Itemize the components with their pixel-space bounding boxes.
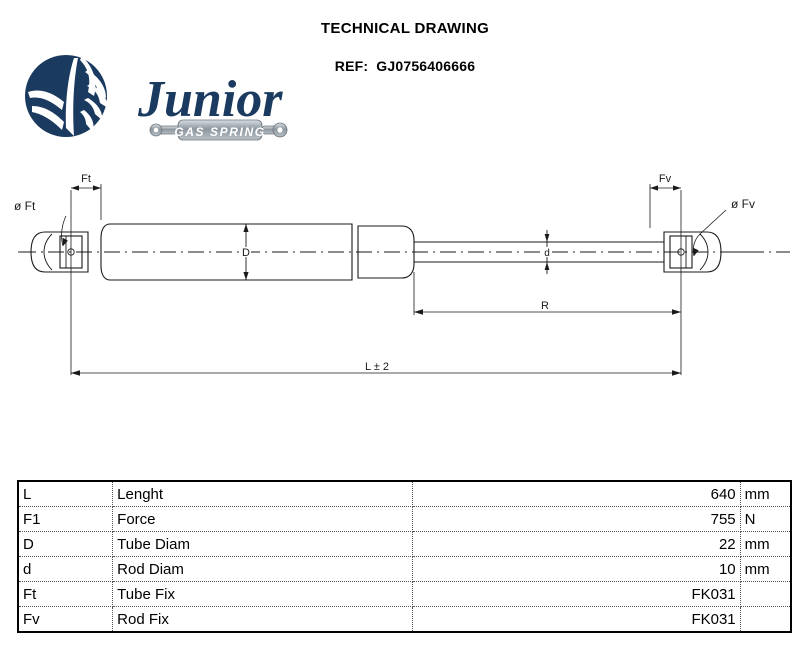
specification-table: L Lenght 640 mm F1 Force 755 N D Tube Di…	[17, 480, 792, 633]
cell-value: FK031	[412, 606, 741, 632]
label-rod-diam: d	[544, 248, 550, 259]
cell-symbol: d	[18, 556, 114, 582]
extension-lines	[70, 184, 682, 375]
label-length: L ± 2	[365, 361, 389, 373]
logo-wordmark: Junior	[137, 71, 283, 128]
dimension-stroke: R	[414, 300, 681, 315]
cell-value: 10	[412, 556, 741, 582]
winged-shield-emblem	[25, 55, 108, 137]
cell-unit: N	[740, 506, 791, 532]
callout-rod-fix-diam: ø Fv	[692, 197, 755, 257]
cell-unit: mm	[740, 556, 791, 582]
junior-gas-spring-logo: Junior GAS SPRING	[18, 48, 308, 148]
label-rod-fix-dim: Fv	[659, 173, 672, 185]
gas-spring-drawing: Ft ø Ft Fv ø Fv	[0, 160, 810, 400]
callout-tube-fix-diam: ø Ft	[14, 199, 68, 247]
table-row: D Tube Diam 22 mm	[18, 531, 791, 557]
dimension-tube-fix: Ft	[71, 173, 101, 191]
cell-value: FK031	[412, 581, 741, 607]
dimension-tube-diam: D	[241, 224, 251, 280]
cell-symbol: Fv	[18, 606, 114, 632]
reference-line: REF: GJ0756406666	[0, 58, 810, 74]
table-row: d Rod Diam 10 mm	[18, 556, 791, 582]
cell-value: 22	[412, 531, 741, 557]
dimension-rod-diam: d	[542, 230, 552, 274]
specification-table-body: L Lenght 640 mm F1 Force 755 N D Tube Di…	[18, 481, 791, 632]
cell-value: 640	[412, 481, 741, 507]
dimension-length: L ± 2	[71, 361, 681, 376]
table-row: Ft Tube Fix FK031	[18, 581, 791, 607]
table-row: F1 Force 755 N	[18, 506, 791, 532]
cell-description: Rod Diam	[112, 556, 414, 582]
piston-rod	[414, 241, 664, 263]
cell-value: 755	[412, 506, 741, 532]
label-tube-fix-diam: ø Ft	[14, 199, 36, 213]
cell-unit: mm	[740, 531, 791, 557]
label-tube-diam: D	[242, 247, 250, 259]
cell-unit	[740, 581, 791, 607]
dimension-rod-fix: Fv	[650, 173, 681, 191]
cell-unit	[740, 607, 791, 633]
cell-description: Lenght	[112, 481, 414, 507]
reference-value: GJ0756406666	[376, 58, 476, 74]
reference-label: REF:	[334, 58, 369, 74]
cell-description: Tube Diam	[112, 531, 414, 557]
label-tube-fix-dim: Ft	[81, 173, 91, 185]
gas-spring-badge: GAS SPRING	[149, 119, 288, 141]
cell-symbol: F1	[18, 506, 114, 532]
cell-description: Rod Fix	[112, 606, 414, 632]
cell-symbol: Ft	[18, 581, 114, 607]
table-row: L Lenght 640 mm	[18, 481, 791, 507]
label-rod-fix-diam: ø Fv	[731, 197, 755, 211]
table-row: Fv Rod Fix FK031	[18, 606, 791, 633]
logo-tagline: GAS SPRING	[174, 125, 265, 139]
label-stroke: R	[541, 300, 549, 312]
cell-unit: mm	[740, 481, 791, 507]
cell-symbol: D	[18, 531, 114, 557]
cylinder-tube	[100, 223, 415, 281]
cell-description: Tube Fix	[112, 581, 414, 607]
page-title: TECHNICAL DRAWING	[320, 20, 490, 37]
cell-description: Force	[112, 506, 414, 532]
cell-symbol: L	[18, 481, 114, 507]
